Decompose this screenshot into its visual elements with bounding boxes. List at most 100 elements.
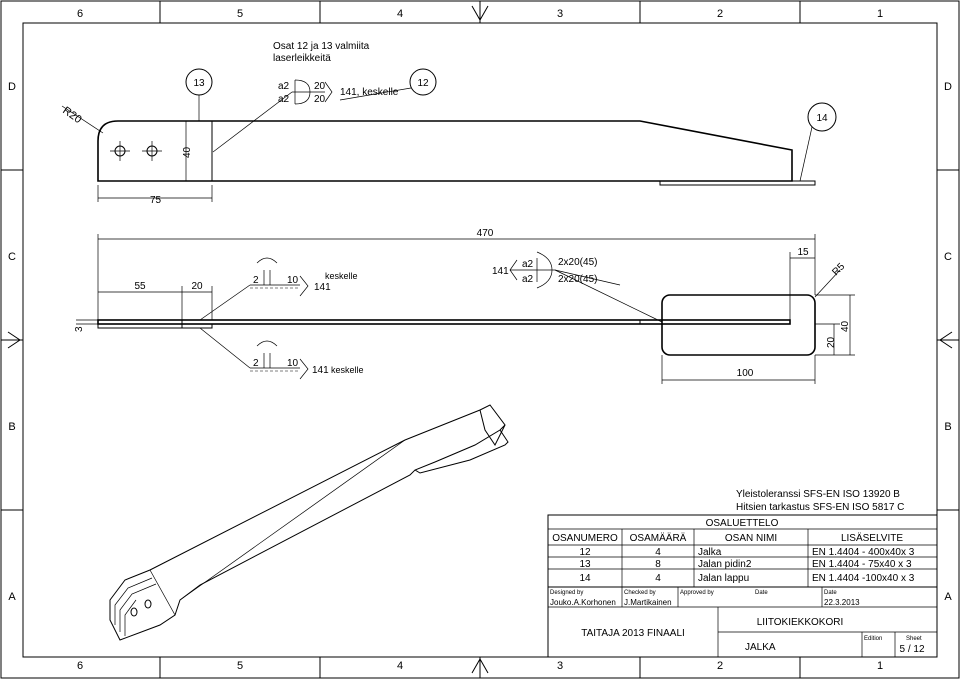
svg-text:Designed by: Designed by [550,590,583,596]
col-header-part-name: OSAN NIMI [725,533,777,544]
svg-text:12: 12 [417,78,429,89]
svg-text:20: 20 [314,81,326,92]
table-cell: 13 [579,559,591,570]
zone-col-4: 4 [397,8,403,20]
svg-text:Checked by: Checked by [624,590,656,596]
svg-text:141: 141 [492,266,509,277]
svg-text:14: 14 [816,113,828,124]
svg-text:Date: Date [824,590,837,596]
svg-text:13: 13 [193,78,205,89]
front-view: 470 55 20 3 15 R5 20 40 100 [74,228,855,384]
zone-row-c: C [8,251,16,263]
zone-row-b: B [8,421,15,433]
zone-row-d: D [8,81,16,93]
svg-text:a2: a2 [522,274,534,285]
zone-col-5: 5 [237,8,243,20]
note-line-2: laserleikkeitä [273,53,331,64]
zone-row-b-right: B [944,421,951,433]
svg-text:10: 10 [287,358,299,369]
table-cell: 4 [655,573,661,584]
zone-col-5-bottom: 5 [237,660,243,672]
tolerance-note: Yleistoleranssi SFS-EN ISO 13920 B [736,489,900,500]
svg-text:2: 2 [253,358,259,369]
zone-row-a-right: A [944,591,952,603]
zone-col-6-bottom: 6 [77,660,83,672]
zone-col-3: 3 [557,8,563,20]
table-cell: 14 [579,573,591,584]
table-cell: Jalka [698,547,722,558]
sheet-number: 5 / 12 [899,644,924,655]
radius-r20: R20 [60,105,83,126]
title-block: Designed by Checked by Approved by Date … [548,587,937,657]
checker-name: J.Martikainen [624,598,672,607]
zone-col-3-bottom: 3 [557,660,563,672]
dim-20v: 20 [826,336,837,348]
dim-40: 40 [182,146,193,158]
svg-text:2x20(45): 2x20(45) [558,274,597,285]
weld-arrow-top [212,91,293,153]
table-cell: 4 [655,547,661,558]
zone-col-6: 6 [77,8,83,20]
zone-row-c-right: C [944,251,952,263]
dim-15: 15 [797,247,809,258]
zone-col-1-bottom: 1 [877,660,883,672]
isometric-view [109,404,509,641]
svg-text:141: 141 [314,282,331,293]
part-name: JALKA [745,642,776,653]
note-line-1: Osat 12 ja 13 valmiita [273,41,370,52]
svg-text:a2: a2 [278,94,290,105]
leg-outline-top [97,120,793,182]
top-view: 40 75 R20 13 12 14 Osat 12 ja 13 valmiit… [60,41,837,206]
svg-text:Sheet: Sheet [906,636,922,642]
assembly-name: LIITOKIEKKOKORI [757,617,844,628]
parts-list: OSALUETTELO OSANUMERO OSAMÄÄRÄ OSAN NIMI… [547,514,938,658]
weld-process-top: 141, keskelle [340,87,399,98]
zone-row-d-right: D [944,81,952,93]
svg-text:Approved by: Approved by [680,590,714,596]
table-cell: 12 [579,547,591,558]
table-cell: Jalan lappu [698,573,749,584]
svg-text:2x20(45): 2x20(45) [558,257,597,268]
svg-text:141: 141 [312,365,329,376]
zone-col-1: 1 [877,8,883,20]
zone-row-a: A [8,591,16,603]
dim-40v: 40 [840,320,851,332]
weld-inspection-note: Hitsien tarkastus SFS-EN ISO 5817 C [736,502,904,513]
dim-20: 20 [191,281,203,292]
col-header-quantity: OSAMÄÄRÄ [630,532,687,544]
table-cell: EN 1.4404 - 400x40x 3 [812,547,915,558]
radius-r5: R5 [830,261,847,278]
zone-col-2-bottom: 2 [717,660,723,672]
weld-note-bottom: keskelle [331,365,364,375]
zone-col-4-bottom: 4 [397,660,403,672]
leg-strip [97,319,791,325]
designer-name: Jouko.A.Korhonen [550,598,616,607]
table-cell: EN 1.4404 -100x40 x 3 [812,573,915,584]
dim-55: 55 [134,281,146,292]
dim-100: 100 [737,368,754,379]
balloon-14 [807,102,837,132]
zone-labels: 6 5 4 3 2 1 6 5 4 3 2 1 D C B A D C B A [8,8,952,672]
dim-470: 470 [477,228,494,239]
svg-text:a2: a2 [522,259,534,270]
col-header-part-number: OSANUMERO [552,533,618,544]
table-cell: Jalan pidin2 [698,559,752,570]
svg-text:2: 2 [253,275,259,286]
col-header-spec: LISÄSELVITE [841,532,903,544]
svg-text:Date: Date [755,590,768,596]
table-cell: EN 1.4404 - 75x40 x 3 [812,559,912,570]
event-title: TAITAJA 2013 FINAALI [581,628,685,639]
parts-list-title: OSALUETTELO [706,518,779,529]
dim-3: 3 [74,326,85,332]
inner-border [22,22,938,658]
zone-col-2: 2 [717,8,723,20]
tab-part-14-front [661,294,816,356]
balloon-12 [409,68,437,96]
svg-text:a2: a2 [278,81,290,92]
svg-text:Edition: Edition [864,636,882,642]
tab-part-14-top [659,180,816,186]
table-cell: 8 [655,559,661,570]
holder-strip [97,323,213,329]
